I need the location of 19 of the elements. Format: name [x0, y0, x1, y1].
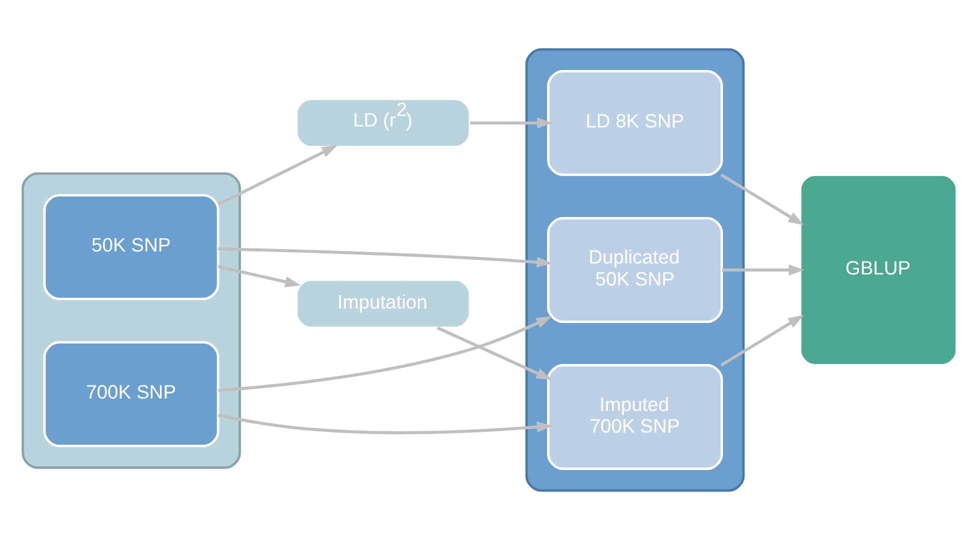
arrow [218, 316, 552, 392]
node-box: LD 8K SNP [547, 69, 724, 176]
arrow [436, 326, 552, 380]
cluster [22, 172, 241, 468]
node-box: Imputed 700K SNP [547, 364, 724, 470]
arrow [722, 264, 804, 275]
node-box: Imputation [295, 278, 472, 329]
arrow [720, 314, 804, 366]
arrow [470, 116, 553, 128]
arrow [720, 173, 804, 225]
node-box: GBLUP [798, 173, 958, 366]
node-box: 50K SNP [43, 194, 220, 300]
cluster [525, 48, 745, 492]
node-box: Duplicated 50K SNP [547, 216, 724, 323]
arrow [218, 413, 553, 434]
arrow [218, 246, 553, 268]
node-box: 700K SNP [43, 340, 220, 447]
arrow [218, 264, 301, 287]
arrow [218, 144, 338, 206]
